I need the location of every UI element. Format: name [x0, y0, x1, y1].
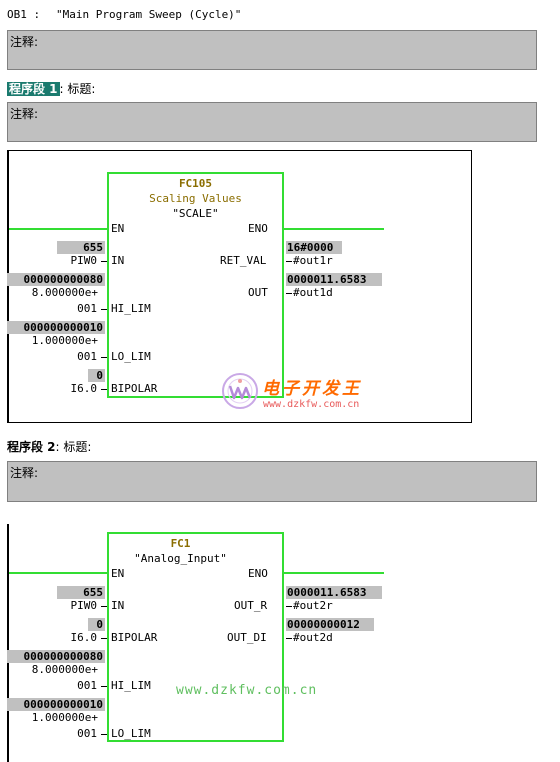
- fb1-out-operand[interactable]: #out1d: [293, 286, 333, 299]
- fb2-bipolar-operand[interactable]: I6.0: [70, 631, 98, 644]
- network-2-power-rail: [7, 524, 9, 762]
- network-1-comment-label: 注释:: [10, 107, 39, 121]
- fb2-hilim-actual-real: 8.000000e+: [31, 663, 98, 676]
- fb1-comment: Scaling Values: [149, 192, 242, 205]
- fb1-bipolar-connector: [101, 389, 107, 390]
- fb2-lolim-actual: 000000000010: [7, 698, 105, 711]
- fb2-pin-in: IN: [111, 599, 125, 612]
- fb2-symbol: "Analog_Input": [134, 552, 227, 565]
- block-name: OB1 :: [7, 8, 41, 21]
- block-title: "Main Program Sweep (Cycle)": [56, 8, 242, 21]
- fb1-out-connector: [286, 293, 292, 294]
- fb2-in-connector: [101, 606, 107, 607]
- fb2-hilim-actual: 000000000080: [7, 650, 105, 663]
- fb1-hilim-operand[interactable]: 001: [77, 302, 97, 315]
- fb2-in-operand[interactable]: PIW0: [70, 599, 98, 612]
- watermark-url: www.dzkfw.com.cn: [263, 399, 360, 410]
- block-comment-box[interactable]: 注释:: [7, 30, 537, 70]
- fb1-retval-connector: [286, 261, 292, 262]
- fb2-outdi-operand[interactable]: #out2d: [293, 631, 333, 644]
- network-2-comment-box[interactable]: 注释:: [7, 461, 537, 502]
- fb2-pin-eno: ENO: [248, 567, 268, 580]
- fb2-lolim-connector: [101, 734, 107, 735]
- fb2-pin-outdi: OUT_DI: [227, 631, 267, 644]
- fb1-symbol: "SCALE": [172, 207, 219, 220]
- watermark-logo-icon: [221, 372, 259, 410]
- fb2-outdi-connector: [286, 638, 292, 639]
- fb1-pin-hilim: HI_LIM: [111, 302, 151, 315]
- fb2-outr-actual: 0000011.6583: [286, 586, 382, 599]
- fb1-pin-retval: RET_VAL: [220, 254, 267, 267]
- network-1-title-suffix: : 标题:: [59, 82, 96, 96]
- fb2-hilim-operand[interactable]: 001: [77, 679, 97, 692]
- fb1-pin-lolim: LO_LIM: [111, 350, 151, 363]
- comment-label: 注释:: [10, 35, 39, 49]
- fb1-pin-out: OUT: [248, 286, 268, 299]
- fb1-number: FC105: [178, 177, 213, 190]
- fb2-hilim-connector: [101, 686, 107, 687]
- network-1-header[interactable]: 程序段 1: 标题:: [7, 80, 95, 97]
- fb2-pin-hilim: HI_LIM: [111, 679, 151, 692]
- fb1-out-actual: 0000011.6583: [286, 273, 382, 286]
- network-1-en-wire: [9, 228, 108, 230]
- network-2-en-wire: [9, 572, 108, 574]
- network-2-title-suffix: : 标题:: [55, 440, 92, 454]
- fb1-lolim-operand[interactable]: 001: [77, 350, 97, 363]
- fb2-number: FC1: [170, 537, 191, 550]
- network-1-eno-wire: [282, 228, 384, 230]
- fb1-lolim-actual: 000000000010: [7, 321, 105, 334]
- fb1-in-operand[interactable]: PIW0: [70, 254, 98, 267]
- fb1-pin-en: EN: [111, 222, 125, 235]
- fb1-retval-operand[interactable]: #out1r: [293, 254, 333, 267]
- watermark-url-large: www.dzkfw.com.cn: [176, 683, 318, 698]
- fb2-pin-bipolar: BIPOLAR: [111, 631, 158, 644]
- watermark-brand: 电子开发王: [262, 379, 362, 399]
- fb2-lolim-actual-real: 1.000000e+: [31, 711, 98, 724]
- fb2-bipolar-connector: [101, 638, 107, 639]
- fb1-pin-eno: ENO: [248, 222, 268, 235]
- network-2-header[interactable]: 程序段 2: 标题:: [7, 438, 91, 455]
- network-1-function-block[interactable]: [107, 172, 284, 398]
- fb1-pin-bipolar: BIPOLAR: [111, 382, 158, 395]
- network-1-title-selected: 程序段 1: [7, 82, 60, 96]
- network-2-eno-wire: [282, 572, 384, 574]
- network-1-comment-box[interactable]: 注释:: [7, 102, 537, 142]
- fb1-hilim-connector: [101, 309, 107, 310]
- fb1-retval-actual: 16#0000: [286, 241, 342, 254]
- network-2-comment-label: 注释:: [10, 466, 39, 480]
- fb1-lolim-actual-real: 1.000000e+: [31, 334, 98, 347]
- fb2-in-actual: 655: [57, 586, 105, 599]
- fb2-pin-lolim: LO_LIM: [111, 727, 151, 740]
- fb1-lolim-connector: [101, 357, 107, 358]
- fb1-bipolar-operand[interactable]: I6.0: [70, 382, 98, 395]
- fb1-hilim-actual-real: 8.000000e+: [31, 286, 98, 299]
- fb2-pin-outr: OUT_R: [234, 599, 268, 612]
- fb1-bipolar-actual: 0: [88, 369, 105, 382]
- network-2-title: 程序段 2: [7, 440, 56, 454]
- fb2-lolim-operand[interactable]: 001: [77, 727, 97, 740]
- network-2-function-block[interactable]: [107, 532, 284, 742]
- fb1-hilim-actual: 000000000080: [7, 273, 105, 286]
- fb1-in-actual: 655: [57, 241, 105, 254]
- fb2-pin-en: EN: [111, 567, 125, 580]
- fb1-pin-in: IN: [111, 254, 125, 267]
- fb2-bipolar-actual: 0: [88, 618, 105, 631]
- fb2-outr-operand[interactable]: #out2r: [293, 599, 333, 612]
- fb2-outdi-actual: 00000000012: [286, 618, 374, 631]
- fb1-in-connector: [101, 261, 107, 262]
- network-1-frame[interactable]: [7, 150, 472, 423]
- fb2-outr-connector: [286, 606, 292, 607]
